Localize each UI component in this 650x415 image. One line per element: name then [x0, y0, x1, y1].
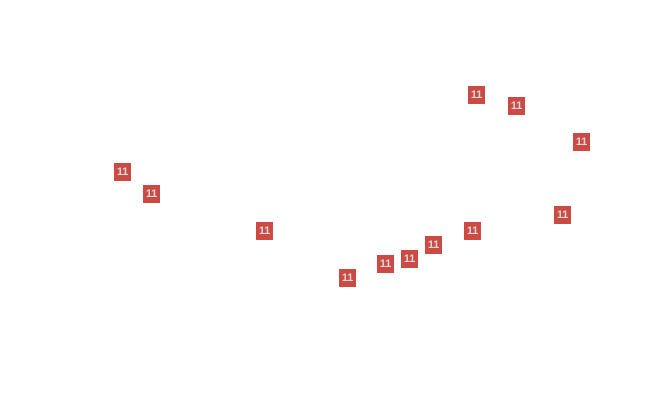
- map-cluster-marker[interactable]: 11: [114, 163, 131, 181]
- map-cluster-marker[interactable]: 11: [508, 97, 525, 115]
- map-cluster-marker[interactable]: 11: [468, 86, 485, 104]
- map-cluster-marker[interactable]: 11: [143, 185, 160, 203]
- map-cluster-marker[interactable]: 11: [401, 250, 418, 268]
- map-cluster-marker[interactable]: 11: [573, 133, 590, 151]
- map-cluster-marker[interactable]: 11: [554, 206, 571, 224]
- map-cluster-marker[interactable]: 11: [339, 269, 356, 287]
- map-cluster-marker[interactable]: 11: [377, 255, 394, 273]
- map-cluster-marker[interactable]: 11: [464, 222, 481, 240]
- map-cluster-marker[interactable]: 11: [256, 222, 273, 240]
- map-cluster-marker[interactable]: 11: [424, 221, 442, 254]
